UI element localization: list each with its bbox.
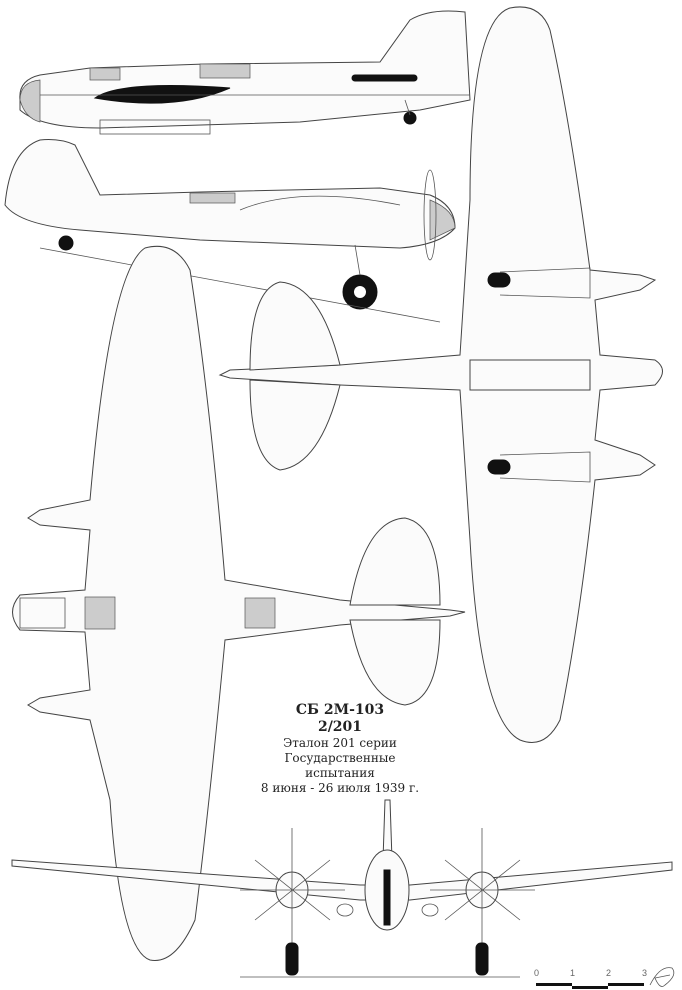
signature [649,967,675,987]
scale-label-2: 2 [606,968,612,978]
caption-line-2: Государственные испытания [284,751,396,780]
caption-line-3: 8 июня - 26 июля 1939 г. [260,781,420,795]
side-view-left [19,10,471,135]
scale-bar [536,983,644,989]
drawing-caption: СБ 2М-103 2/201 Эталон 201 серии Государ… [250,702,430,796]
scale-label-0: 0 [534,968,540,978]
bottom-view [12,245,466,961]
front-view [11,799,673,978]
side-view-right [4,139,456,323]
caption-line-1: Эталон 201 серии [283,736,397,750]
top-view [218,6,663,743]
serial-number: 2/201 [317,719,363,735]
scale-label-3: 3 [642,968,648,978]
designation: СБ 2М-103 [295,702,385,718]
scale-label-1: 1 [570,968,576,978]
